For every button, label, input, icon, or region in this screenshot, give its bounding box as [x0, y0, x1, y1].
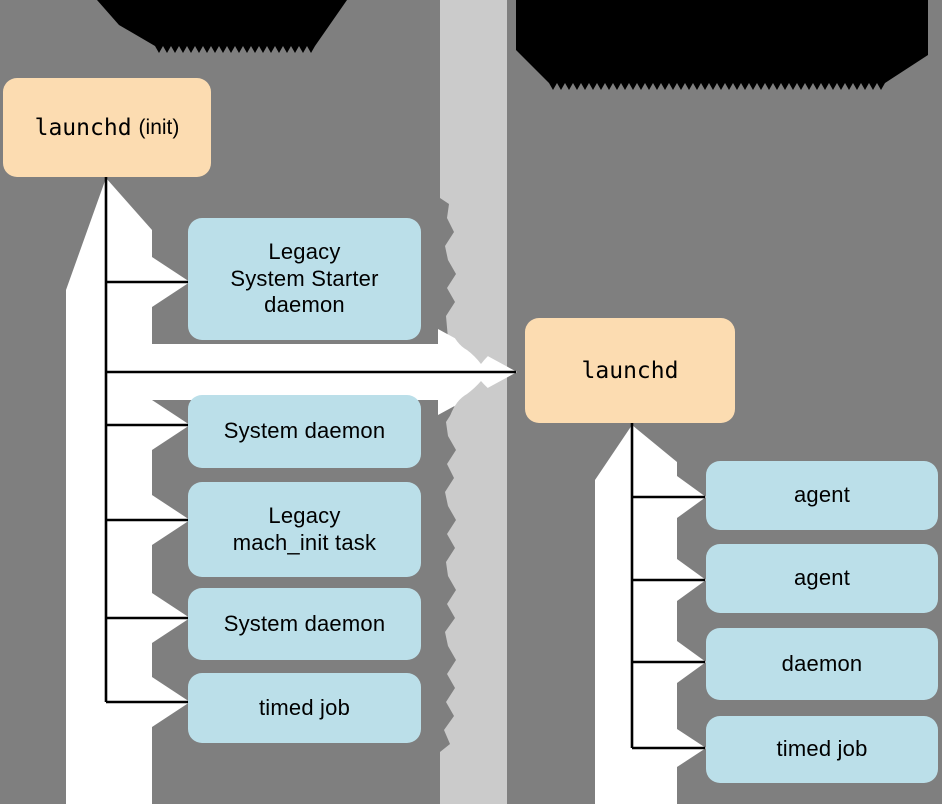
node-launchd-init-note: (init): [138, 115, 180, 139]
divider-pinch-lower-tooth: [450, 381, 506, 416]
node-system-daemon-1: System daemon: [188, 395, 421, 468]
node-launchd-init: launchd (init): [3, 78, 211, 177]
node-launchd-user: launchd: [525, 318, 735, 423]
node-legacy-mach-init-task: Legacy mach_init task: [188, 482, 421, 577]
redacted-title-left: [97, 0, 347, 53]
node-launchd-init-label: launchd: [34, 114, 132, 141]
node-agent-1: agent: [706, 461, 938, 530]
node-timed-job-left: timed job: [188, 673, 421, 743]
connector-lines: [104, 177, 705, 750]
node-system-daemon-2: System daemon: [188, 588, 421, 660]
node-daemon-right: daemon: [706, 628, 938, 700]
redacted-title-right: [516, 0, 928, 90]
node-timed-job-right: timed job: [706, 716, 938, 783]
node-launchd-user-label: launchd: [581, 357, 679, 384]
right-tree-connector-highlight: [595, 425, 706, 804]
left-tree-connector-highlight: [66, 178, 190, 804]
node-legacy-system-starter-daemon: Legacy System Starter daemon: [188, 218, 421, 340]
node-agent-2: agent: [706, 544, 938, 613]
divider-pinch-upper-tooth: [450, 328, 506, 364]
